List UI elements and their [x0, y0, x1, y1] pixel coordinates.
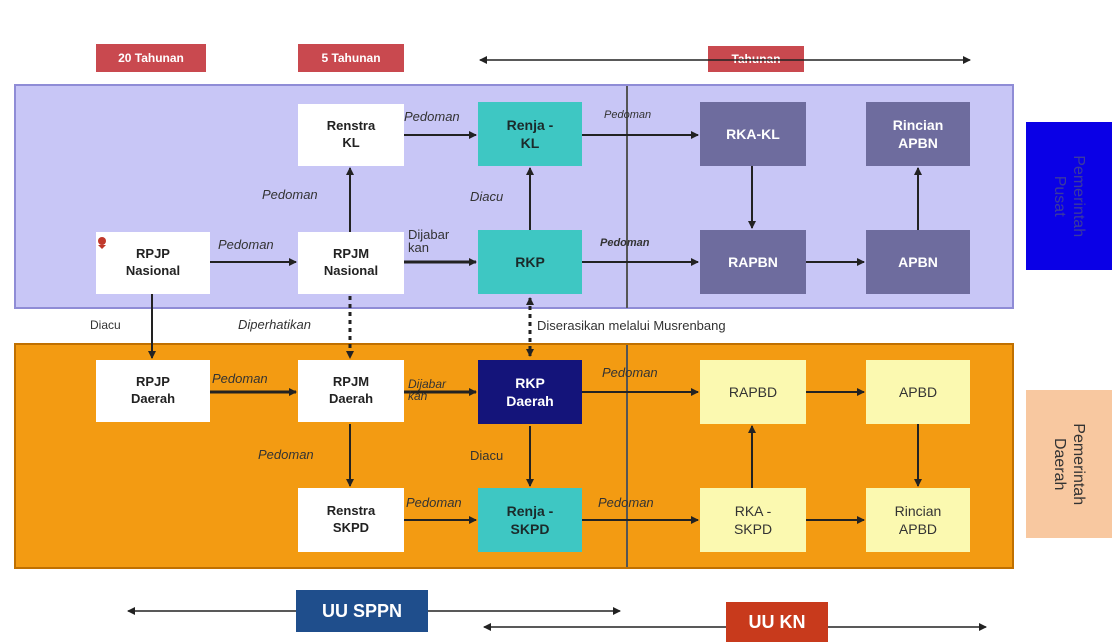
node-renja-kl: Renja - KL [478, 102, 582, 166]
node-rpjp-daerah: RPJP Daerah [96, 360, 210, 422]
node-rka-kl: RKA-KL [700, 102, 806, 166]
node-rpjp-nasional: RPJP Nasional [96, 232, 210, 294]
edge-pedoman-renja-rka-kl: Pedoman [604, 109, 652, 121]
edge-diserasikan-musrenbang: Diserasikan melalui Musrenbang [537, 318, 726, 333]
edge-pedoman-rpjp-rpjm-daerah: Pedoman [212, 371, 268, 386]
law-uu-kn: UU KN [726, 602, 828, 642]
garuda-icon [97, 236, 107, 249]
annual-divider-bottom [626, 345, 628, 567]
edge-pedoman-rpjm-renstra-skpd: Pedoman [258, 447, 314, 462]
node-apbn: APBN [866, 230, 970, 294]
edge-pedoman-renstra-renja-kl: Pedoman [404, 109, 460, 124]
node-rincian-apbd: Rincian APBD [866, 488, 970, 552]
edge-pedoman-renstra-renja-skpd: Pedoman [406, 495, 462, 510]
edge-diacu-rkp-renja-kl: Diacu [470, 189, 504, 204]
edge-dijabarkan-daerah: Dijabar kan [408, 377, 447, 403]
node-rincian-apbn: Rincian APBN [866, 102, 970, 166]
node-rpjm-nasional: RPJM Nasional [298, 232, 404, 294]
label-5-tahunan: 5 Tahunan [298, 44, 404, 72]
edge-pedoman-rkp-daerah-rapbd: Pedoman [602, 365, 658, 380]
node-renstra-skpd: Renstra SKPD [298, 488, 404, 552]
edge-pedoman-rpjp-rpjm: Pedoman [218, 237, 274, 252]
label-20-tahunan: 20 Tahunan [96, 44, 206, 72]
node-rka-skpd: RKA - SKPD [700, 488, 806, 552]
side-pemerintah-pusat: Pemerintah Pusat [1026, 122, 1112, 270]
law-uu-sppn: UU SPPN [296, 590, 428, 632]
side-pemerintah-daerah: Pemerintah Daerah [1026, 390, 1112, 538]
edge-pedoman-rkp-rapbn: Pedoman [600, 237, 650, 249]
node-renstra-kl: Renstra KL [298, 104, 404, 166]
annual-divider-top [626, 86, 628, 308]
node-rkp-daerah: RKP Daerah [478, 360, 582, 424]
node-rkp: RKP [478, 230, 582, 294]
edge-dijabarkan-nasional: Dijabar kan [408, 227, 450, 255]
node-rapbd: RAPBD [700, 360, 806, 424]
node-rapbn: RAPBN [700, 230, 806, 294]
edge-pedoman-renja-rka-skpd: Pedoman [598, 495, 654, 510]
edge-pedoman-rpjm-renstra-kl: Pedoman [262, 187, 318, 202]
edge-diacu-rkp-daerah-renja: Diacu [470, 448, 504, 463]
node-rpjm-daerah: RPJM Daerah [298, 360, 404, 422]
node-renja-skpd: Renja - SKPD [478, 488, 582, 552]
edge-diacu-rpjp: Diacu [90, 318, 121, 332]
node-apbd: APBD [866, 360, 970, 424]
edge-diperhatikan: Diperhatikan [238, 317, 311, 332]
